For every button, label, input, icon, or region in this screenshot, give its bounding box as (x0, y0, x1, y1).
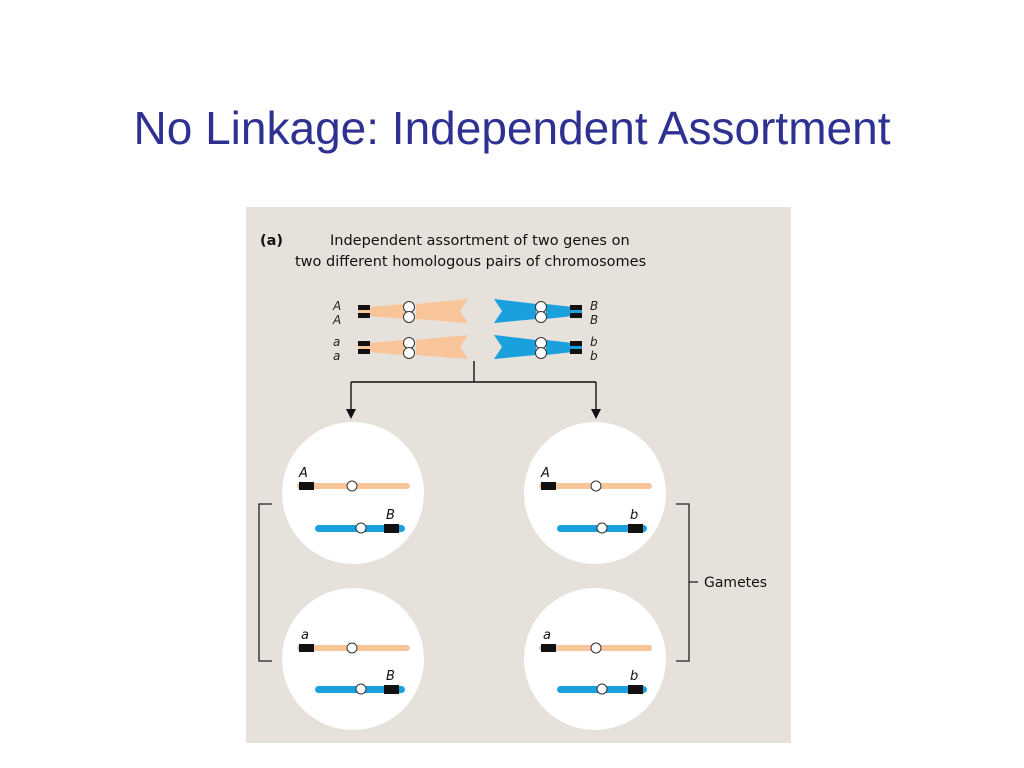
gamete-4-chromosomes (539, 642, 652, 695)
gamete-2-top-allele: A (540, 466, 550, 481)
right-bracket (676, 503, 690, 662)
gamete-cell-1 (282, 422, 424, 564)
assortment-figure: (a) Independent assortment of two genes … (246, 207, 791, 743)
arrowhead-left (346, 409, 356, 419)
parent-label-left-4: a (333, 349, 340, 363)
parent-label-left-2: A (332, 313, 341, 327)
parent-label-right-2: B (590, 313, 598, 327)
gamete-1-bottom-allele: B (386, 508, 395, 523)
parent-label-right-1: B (590, 299, 598, 313)
gamete-1-chromosomes (297, 480, 410, 534)
parent-blue-pair-2 (494, 335, 582, 359)
gamete-cell-4 (524, 588, 666, 730)
branch-arrows (350, 361, 597, 409)
gamete-cell-3 (282, 588, 424, 730)
slide-title: No Linkage: Independent Assortment (133, 102, 891, 154)
arrowhead-right (591, 409, 601, 419)
gamete-3-chromosomes (297, 642, 410, 695)
parent-label-right-4: b (590, 349, 598, 363)
gamete-4-bottom-allele: b (630, 669, 638, 684)
parent-orange-pair-2 (358, 335, 468, 359)
gametes-label: Gametes (704, 575, 767, 591)
caption-line-2: two different homologous pairs of chromo… (295, 254, 646, 270)
gamete-4-top-allele: a (543, 628, 551, 643)
parent-label-left-1: A (332, 299, 341, 313)
panel-label: (a) (260, 233, 283, 249)
parent-orange-pair-1 (358, 299, 468, 323)
assortment-diagram: (a) Independent assortment of two genes … (258, 233, 767, 730)
parent-label-left-3: a (333, 335, 340, 349)
gamete-2-bottom-allele: b (630, 508, 638, 523)
gamete-1-top-allele: A (298, 466, 308, 481)
parent-blue-pair-1 (494, 299, 582, 323)
gamete-2-chromosomes (539, 480, 652, 534)
caption-line-1: Independent assortment of two genes on (330, 233, 630, 249)
parent-label-right-3: b (590, 335, 598, 349)
gamete-3-top-allele: a (301, 628, 309, 643)
left-bracket (258, 503, 272, 662)
gamete-cell-2 (524, 422, 666, 564)
gamete-3-bottom-allele: B (386, 669, 395, 684)
